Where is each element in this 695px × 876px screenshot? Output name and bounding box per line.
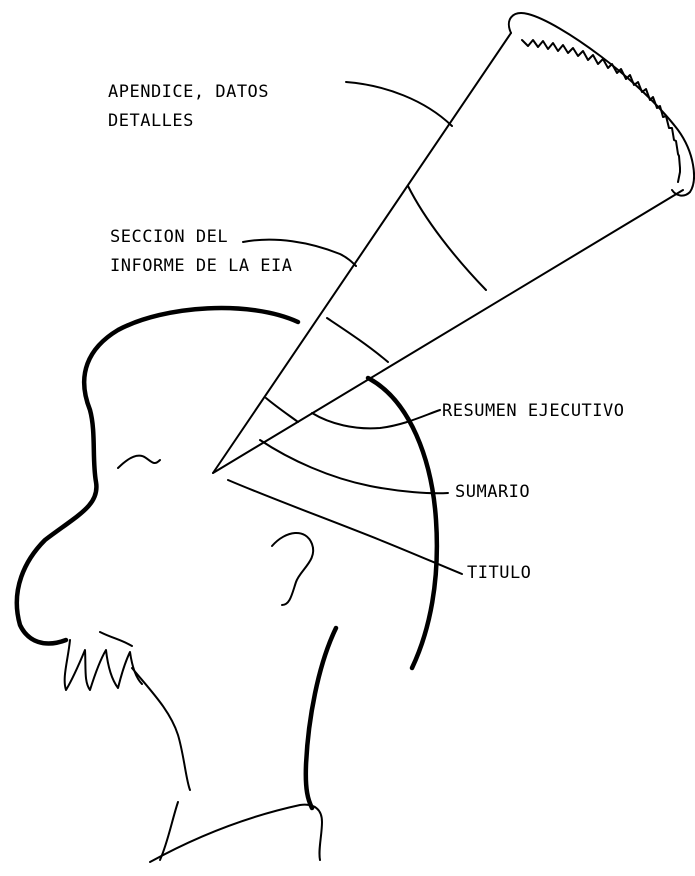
arc-executive-summary: [312, 410, 440, 428]
label-appendix-line1: APENDICE, DATOS: [108, 82, 269, 102]
leader-appendix: [346, 82, 452, 126]
leader-lines: [243, 82, 452, 266]
funnel-band-3: [266, 398, 298, 422]
funnel-rim-inner: [522, 40, 680, 182]
chin-line: [100, 632, 132, 646]
label-section-line2: INFORME DE LA EIA: [110, 256, 293, 276]
section-arcs: [228, 410, 462, 574]
head-outline-rear: [368, 378, 437, 668]
neck-back: [306, 628, 336, 808]
head-outline-back: [17, 308, 298, 643]
funnel-lower-edge: [213, 190, 683, 473]
label-executive-summary: RESUMEN EJECUTIVO: [442, 401, 625, 421]
labels: APENDICE, DATOS DETALLES SECCION DEL INF…: [108, 82, 625, 583]
funnel-band-2: [327, 318, 388, 362]
label-summary: SUMARIO: [455, 482, 530, 502]
collar: [150, 805, 322, 862]
neck-front: [132, 668, 190, 790]
funnel-band-1: [408, 186, 486, 290]
label-section-line1: SECCION DEL: [110, 227, 228, 247]
funnel-rim-outer: [509, 13, 694, 196]
label-appendix-line2: DETALLES: [108, 111, 194, 131]
ear: [272, 533, 313, 605]
eyebrow: [118, 456, 160, 468]
head-drawing: [17, 308, 437, 862]
label-title: TITULO: [467, 563, 531, 583]
mouth-mustache: [65, 640, 142, 690]
